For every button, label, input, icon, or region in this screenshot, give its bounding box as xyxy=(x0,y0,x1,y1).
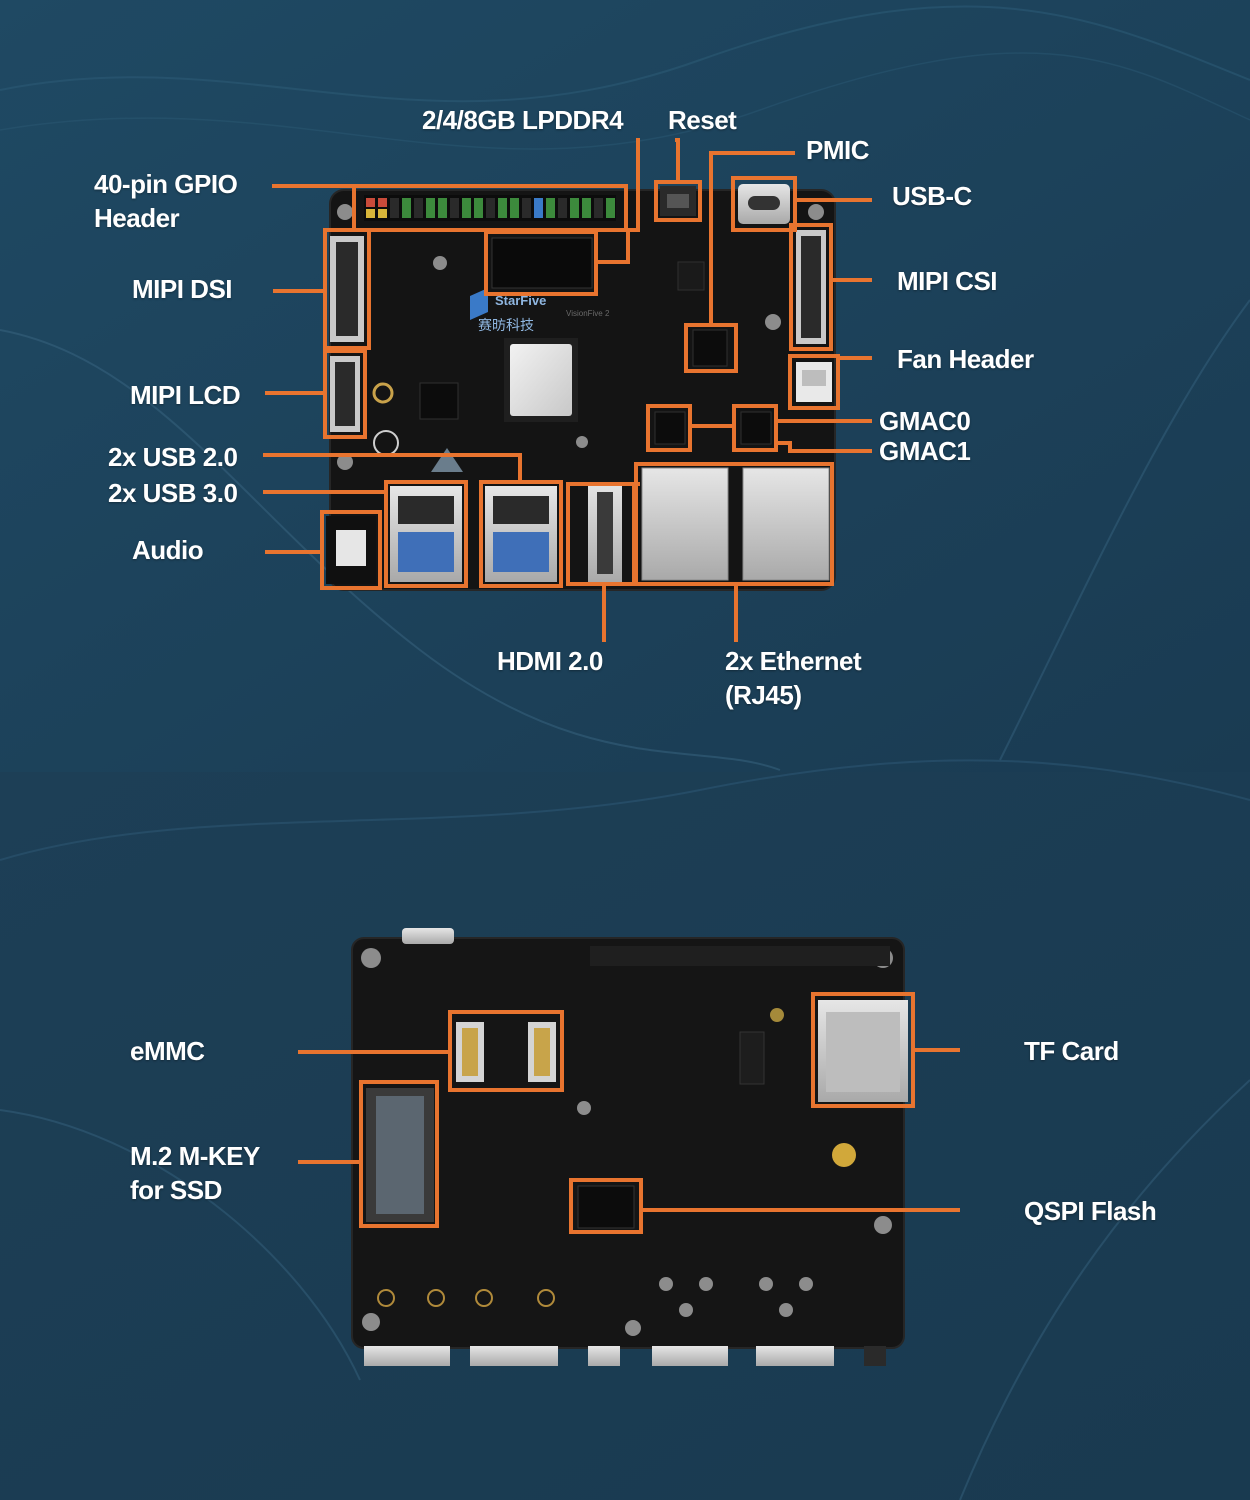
callout-line-pmic xyxy=(709,151,795,325)
solder-pad xyxy=(759,1277,773,1291)
solder-pad xyxy=(699,1277,713,1291)
callout-box-mipi-csi xyxy=(789,223,833,351)
ic-chip xyxy=(419,382,459,420)
audio-edge xyxy=(864,1346,886,1366)
gpio-solder-row xyxy=(590,946,890,966)
solder-pad xyxy=(537,1289,555,1307)
gmac1-chip xyxy=(740,411,772,445)
gmac0-chip xyxy=(654,411,686,445)
label-tf-card: TF Card xyxy=(1024,1036,1119,1066)
rj45-edge-1 xyxy=(652,1346,728,1366)
label-ethernet: 2x Ethernet (RJ45) xyxy=(725,646,862,710)
label-usb30: 2x USB 3.0 xyxy=(108,478,238,508)
rj45-port-2 xyxy=(742,467,830,581)
mounting-hole xyxy=(337,454,353,470)
label-gmac1: GMAC1 xyxy=(879,436,971,466)
rj45-edge-2 xyxy=(756,1346,834,1366)
gpio-pin-row xyxy=(364,195,616,221)
background-wave xyxy=(0,5,1250,103)
mounting-hole xyxy=(362,1313,380,1331)
svg-text:VisionFive 2: VisionFive 2 xyxy=(566,309,610,318)
gold-component xyxy=(832,1143,856,1167)
background-wave xyxy=(0,52,1250,150)
callout-box-usb-1 xyxy=(384,480,468,588)
ic-chip xyxy=(677,261,705,291)
hdmi-edge xyxy=(588,1346,620,1366)
mounting-hole xyxy=(433,256,447,270)
usb-edge-2 xyxy=(470,1346,558,1366)
solder-pad xyxy=(475,1289,493,1307)
label-lpddr4: 2/4/8GB LPDDR4 xyxy=(422,105,624,135)
background-wave xyxy=(0,329,781,771)
rj45-port-1 xyxy=(641,467,729,581)
label-qspi-flash: QSPI Flash xyxy=(1024,1196,1157,1226)
starfive-logo: StarFive 赛昉科技 VisionFive 2 xyxy=(470,288,610,334)
ic-chip xyxy=(739,1031,765,1085)
usb-edge-1 xyxy=(364,1346,450,1366)
audio-jack-marker xyxy=(372,382,394,404)
label-pmic: PMIC xyxy=(806,135,870,165)
label-fan-header: Fan Header xyxy=(897,344,1034,374)
callout-box-usbc xyxy=(731,176,797,232)
label-usb-c: USB-C xyxy=(892,181,972,211)
bottom-board xyxy=(351,928,908,1366)
svg-text:赛昉科技: 赛昉科技 xyxy=(478,318,534,334)
lpddr4-chip xyxy=(491,237,593,289)
gold-component xyxy=(770,1008,784,1022)
label-mipi-csi: MIPI CSI xyxy=(897,266,998,296)
label-hdmi: HDMI 2.0 xyxy=(497,646,603,676)
callout-line-lpddr4-up xyxy=(628,138,640,232)
bottom-callouts xyxy=(298,992,960,1234)
mounting-hole xyxy=(625,1320,641,1336)
mounting-hole xyxy=(361,948,381,968)
usb-c-edge xyxy=(402,928,454,944)
label-emmc: eMMC xyxy=(130,1036,205,1066)
solder-pad xyxy=(779,1303,793,1317)
callout-line-lpddr4 xyxy=(596,230,630,264)
solder-pad xyxy=(427,1289,445,1307)
top-board: StarFive 赛昉科技 VisionFive 2 xyxy=(326,184,836,591)
callout-box-m2 xyxy=(359,1080,439,1228)
background-wave xyxy=(999,299,1250,761)
mounting-hole xyxy=(337,204,353,220)
label-mipi-lcd: MIPI LCD xyxy=(130,380,241,410)
callout-box-usb-2 xyxy=(479,480,563,588)
label-reset: Reset xyxy=(668,105,737,135)
callout-box-fan xyxy=(788,354,840,410)
callout-box-gmac1 xyxy=(732,404,778,452)
top-callouts xyxy=(263,138,872,642)
label-gmac0: GMAC0 xyxy=(879,406,971,436)
background-wave xyxy=(959,1079,1250,1500)
background-wave xyxy=(0,1109,361,1381)
solder-pad xyxy=(659,1277,673,1291)
callout-line-usb20 xyxy=(263,453,522,481)
callout-box-qspi xyxy=(569,1178,643,1234)
solder-pad xyxy=(799,1277,813,1291)
label-audio: Audio xyxy=(132,535,204,565)
silkscreen-warning xyxy=(431,448,463,472)
callout-line-reset xyxy=(675,138,680,182)
solder-pad xyxy=(377,1289,395,1307)
pcb-bottom xyxy=(351,937,905,1349)
label-gpio-header: 40-pin GPIO Header xyxy=(94,169,238,233)
background-wave xyxy=(0,759,1250,861)
qspi-chip xyxy=(577,1185,635,1229)
label-mipi-dsi: MIPI DSI xyxy=(132,274,233,304)
mounting-hole xyxy=(874,1216,892,1234)
mounting-hole xyxy=(576,436,588,448)
mounting-hole xyxy=(765,314,781,330)
mounting-hole xyxy=(577,1101,591,1115)
label-usb20: 2x USB 2.0 xyxy=(108,442,238,472)
callout-line-gmac1 xyxy=(776,441,872,453)
svg-text:StarFive: StarFive xyxy=(495,293,546,308)
pmic-chip xyxy=(692,329,728,367)
mounting-hole xyxy=(808,204,824,220)
solder-pad xyxy=(679,1303,693,1317)
label-m2-slot: M.2 M-KEY for SSD xyxy=(130,1141,260,1205)
